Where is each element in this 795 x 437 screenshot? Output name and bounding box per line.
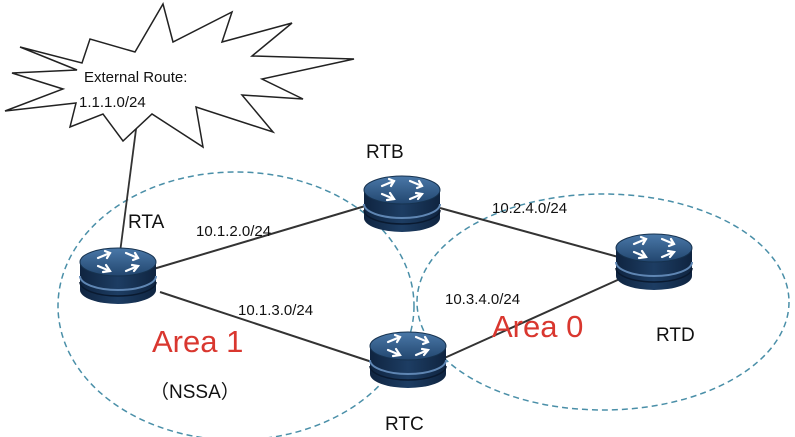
router-rtd-icon xyxy=(614,232,694,292)
area-0-boundary xyxy=(416,193,790,411)
area-1-type-label: （NSSA） xyxy=(150,381,240,403)
link-rta-rtc-subnet: 10.1.3.0/24 xyxy=(238,302,313,319)
area-0-label: Area 0 xyxy=(492,309,583,344)
router-rtd-label: RTD xyxy=(656,325,695,346)
router-rta-label: RTA xyxy=(128,212,165,233)
external-route-cloud xyxy=(4,2,355,149)
router-rtc-icon xyxy=(368,330,448,390)
router-rtb-label: RTB xyxy=(366,142,404,163)
router-rta-icon xyxy=(78,246,158,306)
link-rta-rtc xyxy=(159,291,373,363)
router-rtc-label: RTC xyxy=(385,414,424,435)
external-route-prefix: 1.1.1.0/24 xyxy=(79,94,146,111)
external-route-label: External Route: xyxy=(84,69,187,86)
link-rtb-rtd-subnet: 10.2.4.0/24 xyxy=(492,200,567,217)
link-rtc-rtd-subnet: 10.3.4.0/24 xyxy=(445,291,520,308)
link-external-rta xyxy=(117,113,139,269)
link-rta-rtb xyxy=(149,203,373,271)
area-1-boundary xyxy=(57,171,415,437)
area-1-label: Area 1 xyxy=(152,324,243,359)
link-rtc-rtd xyxy=(439,277,623,361)
link-rtb-rtd xyxy=(439,207,623,259)
link-rta-rtb-subnet: 10.1.2.0/24 xyxy=(196,223,271,240)
router-rtb-icon xyxy=(362,174,442,234)
